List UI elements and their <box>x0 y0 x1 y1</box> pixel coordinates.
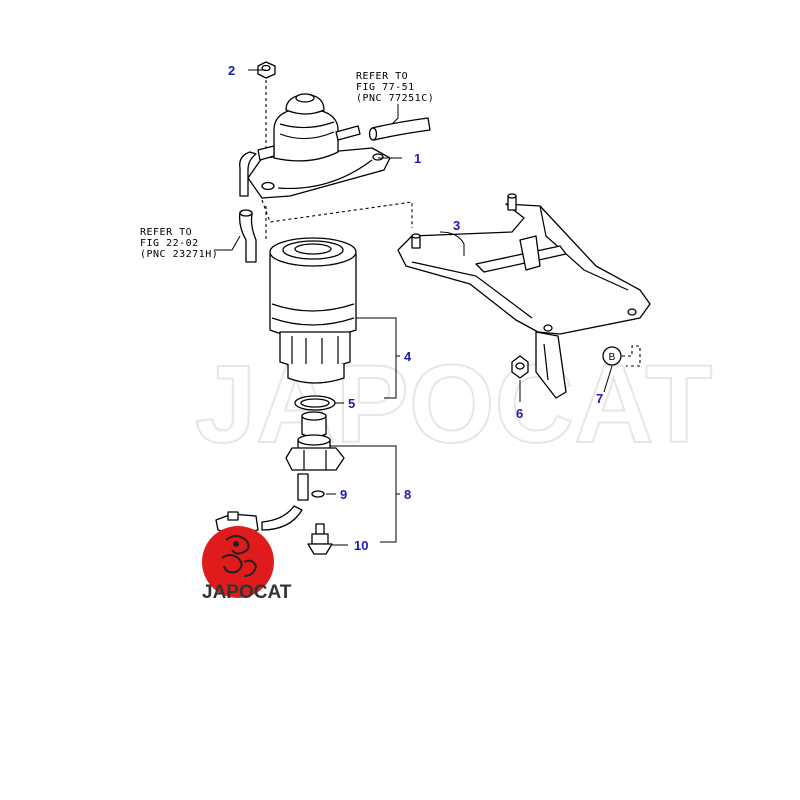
callout-9: 9 <box>340 487 347 502</box>
reference-left-leader <box>215 235 241 251</box>
japocat-logo: JAPOCAT <box>202 526 292 603</box>
drain-plug-part-10 <box>307 523 333 555</box>
pipe-left <box>239 151 257 197</box>
hose-left <box>238 211 257 263</box>
reference-note-left: REFER TO FIG 22-02 (PNC 23271H) <box>140 227 218 260</box>
callout-3: 3 <box>453 218 460 233</box>
reference-top-line2: FIG 77-51 <box>356 82 415 93</box>
priming-pump-part-1 <box>247 93 391 199</box>
fuel-filter-part-4 <box>269 237 357 384</box>
leader-7 <box>603 365 613 393</box>
circle-b-label: B <box>609 352 616 363</box>
pump-to-bracket-dashed <box>261 199 413 228</box>
callout-4: 4 <box>404 349 412 364</box>
reference-top-line3: (PNC 77251C) <box>356 93 434 104</box>
leader-3 <box>439 231 465 256</box>
reference-left-line1: REFER TO <box>140 227 192 238</box>
o-ring-part-9 <box>311 490 325 498</box>
reference-top-leader <box>391 104 399 125</box>
callout-8: 8 <box>404 487 411 502</box>
callout-1: 1 <box>414 151 421 166</box>
reference-left-line2: FIG 22-02 <box>140 238 199 249</box>
callout-2: 2 <box>228 63 235 78</box>
reference-left-line3: (PNC 23271H) <box>140 249 218 260</box>
clip-dashed-line <box>622 345 641 367</box>
water-sensor-part-8 <box>215 411 345 535</box>
bracket-part-3 <box>397 193 651 399</box>
callout-10: 10 <box>354 538 368 553</box>
bracket-line-4 <box>356 317 397 399</box>
logo-circle <box>202 526 274 598</box>
reference-top-line1: REFER TO <box>356 71 408 82</box>
logo-text: JAPOCAT <box>202 582 292 603</box>
o-ring-part-5 <box>294 395 336 411</box>
callout-5: 5 <box>348 396 355 411</box>
callout-6: 6 <box>516 406 523 421</box>
callout-7: 7 <box>596 391 603 406</box>
reference-note-top: REFER TO FIG 77-51 (PNC 77251C) <box>356 71 434 104</box>
hose-right <box>371 117 431 141</box>
nut-part-6 <box>511 355 529 379</box>
logo-mascot-icon <box>221 535 258 577</box>
clip-part-7: B <box>602 346 622 366</box>
watermark-text: JAPOCAT <box>195 343 712 466</box>
